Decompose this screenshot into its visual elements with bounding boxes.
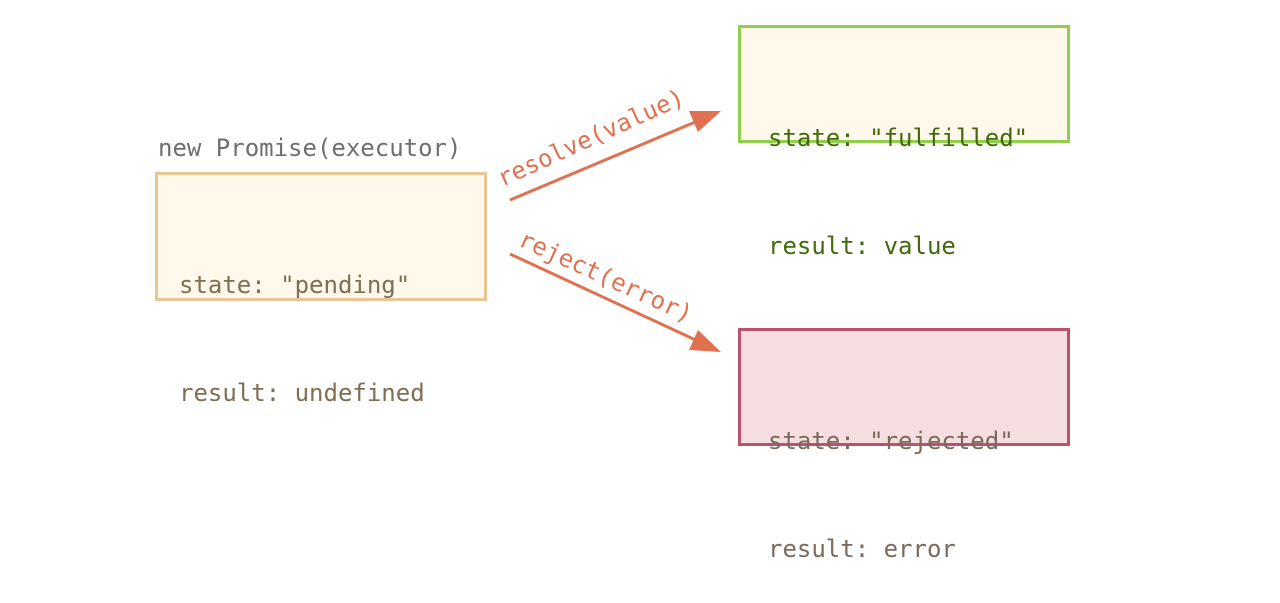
reject-arrow-label: reject(error): [515, 225, 698, 328]
resolve-arrow-line: [509, 118, 701, 202]
pending-result-line: result: undefined: [179, 379, 425, 407]
resolve-arrowhead-icon: [689, 111, 721, 132]
fulfilled-result-line: result: value: [768, 232, 956, 260]
resolve-arrow: resolve(value): [493, 83, 721, 202]
promise-caption: new Promise(executor): [158, 134, 462, 162]
rejected-state-line: state: "rejected": [768, 427, 1014, 455]
pending-state-line: state: "pending": [179, 271, 411, 299]
reject-arrow-line: [509, 252, 701, 344]
reject-arrow: reject(error): [509, 225, 721, 352]
transition-arrows: resolve(value) reject(error): [493, 83, 721, 352]
reject-arrowhead-icon: [689, 330, 721, 352]
fulfilled-state-line: state: "fulfilled": [768, 124, 1029, 152]
fulfilled-state-box: state: "fulfilled" result: value: [738, 25, 1070, 260]
pending-state-box: state: "pending" result: undefined: [155, 172, 487, 407]
